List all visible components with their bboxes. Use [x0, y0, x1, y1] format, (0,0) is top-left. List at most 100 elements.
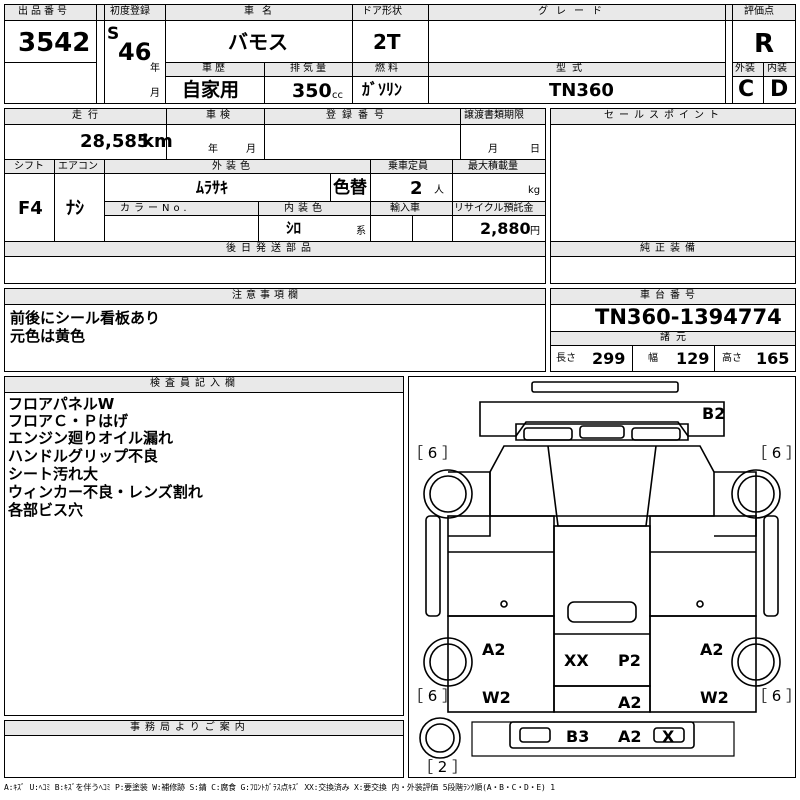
recycle-value: 2,880: [480, 219, 531, 238]
lot-number: 3542: [18, 28, 91, 58]
legend-text: A:ｷｽﾞ U:ﾍｺﾐ B:ｷｽﾞを伴うﾍｺﾐ P:要塗装 W:補修跡 S:錆 …: [4, 783, 555, 792]
mileage-label: 走行: [72, 110, 104, 121]
transfer-day: 日: [530, 144, 540, 155]
tire-rear-right: ［ 6 ］: [752, 687, 800, 705]
fuel-label: 燃料: [375, 63, 401, 74]
car-name-value: バモス: [228, 30, 288, 54]
car-name-label: 車名: [244, 6, 280, 17]
history-value: 自家用: [182, 79, 240, 101]
mark-a2-bumper: A2: [618, 727, 642, 746]
vehicle-diagram: [419, 381, 781, 759]
color-no-label: カラーNo.: [120, 203, 191, 214]
score-value: R: [754, 29, 775, 59]
inspection-month-unit: 月: [246, 144, 256, 155]
damage-diagram-block: [408, 376, 796, 778]
sales-points-block: [550, 108, 796, 284]
ac-value: ﾅｼ: [66, 198, 84, 219]
tire-front-left: ［ 6 ］: [408, 444, 458, 462]
ac-label: エアコン: [58, 161, 98, 172]
interior-label: 内装: [767, 63, 787, 74]
inspector-line-1: フロアパネルW: [8, 395, 115, 413]
dims-label: 諸元: [660, 332, 692, 343]
displacement-unit: cc: [332, 90, 343, 101]
inspector-line-3: エンジン廻りオイル漏れ: [8, 429, 174, 447]
exterior-label: 外装: [735, 63, 755, 74]
ext-color-value: ﾑﾗｻｷ: [196, 178, 229, 197]
month-unit: 月: [150, 88, 160, 99]
interior-color-unit: 系: [356, 226, 366, 237]
interior-color-value: ｼﾛ: [286, 219, 302, 237]
mark-a2-left: A2: [482, 640, 506, 659]
grade-label: グレード: [538, 6, 610, 17]
office-label: 事務局よりご案内: [130, 722, 250, 733]
fuel-value: ｶﾞｿﾘﾝ: [362, 80, 403, 99]
capacity-label: 乗車定員: [388, 161, 428, 172]
shift-value: F4: [18, 198, 43, 219]
displacement-value: 350: [292, 80, 332, 102]
inspector-line-6: ウィンカー不良・レンズ割れ: [8, 483, 203, 501]
mark-b3-bumper: B3: [566, 727, 590, 746]
top-sub-band: [165, 62, 725, 76]
inspector-line-4: ハンドルグリップ不良: [8, 447, 159, 465]
inspector-block: [4, 376, 404, 716]
exterior-score: C: [738, 77, 755, 102]
width-value: 129: [676, 349, 710, 368]
inspector-line-2: フロアＣ・Ｐはげ: [8, 412, 129, 430]
door-value: 2T: [373, 30, 401, 54]
length-value: 299: [592, 349, 626, 368]
top-header-band: [5, 5, 795, 20]
model-label: 型式: [556, 63, 588, 74]
history-label: 車歴: [202, 63, 228, 74]
inspector-line-7: 各部ビス穴: [8, 501, 84, 519]
tire-rear-left: ［ 6 ］: [408, 687, 458, 705]
tire-front-right: ［ 6 ］: [752, 444, 800, 462]
first-reg-label: 初度登録: [110, 6, 150, 17]
mark-w2-right: W2: [700, 688, 729, 707]
reg-number-label: 登録番号: [326, 110, 390, 121]
inspector-label: 検査員記入欄: [150, 378, 240, 389]
shift-label: シフト: [14, 161, 44, 172]
inspection-label: 車検: [206, 110, 234, 121]
caution-line-1: 前後にシール看板あり: [10, 309, 161, 327]
capacity-unit: 人: [434, 185, 444, 196]
transfer-month: 月: [488, 144, 498, 155]
mark-w2-left: W2: [482, 688, 511, 707]
lot-label: 出品番号: [18, 6, 70, 17]
max-load-unit: kg: [528, 185, 541, 196]
genuine-equipment-label: 純正装備: [640, 243, 700, 254]
height-label: 高さ: [722, 353, 742, 364]
max-load-label: 最大積載量: [468, 161, 518, 172]
mark-x-bumper: X: [662, 727, 675, 746]
recycle-label: リサイクル預託金: [454, 203, 534, 214]
sales-points-label: セールスポイント: [604, 110, 724, 121]
import-label: 輸入車: [390, 203, 420, 214]
mark-xx-bed: XX: [564, 651, 589, 670]
recycle-unit: 円: [530, 226, 540, 237]
chassis-number: TN360-1394774: [595, 305, 782, 329]
mark-a2-right: A2: [700, 640, 724, 659]
door-label: ドア形状: [362, 6, 402, 17]
interior-color-label: 内装色: [284, 203, 326, 214]
later-parts-label: 後日発送部品: [226, 243, 316, 254]
caution-line-2: 元色は黄色: [10, 327, 86, 345]
era-letter: S: [107, 24, 120, 44]
width-label: 幅: [648, 353, 658, 364]
chassis-label: 車台番号: [640, 290, 700, 301]
year-unit: 年: [150, 63, 160, 74]
displacement-label: 排気量: [290, 63, 329, 74]
ext-color-label: 外装色: [212, 161, 254, 172]
inspector-line-5: シート汚れ大: [8, 465, 99, 483]
mark-b2-front: B2: [702, 404, 726, 423]
score-label: 評価点: [744, 6, 774, 17]
height-value: 165: [756, 349, 790, 368]
model-value: TN360: [549, 80, 614, 101]
color-change-value: 色替: [333, 178, 367, 198]
tire-spare: ［ 2 ］: [418, 758, 468, 776]
mileage-value: 28,585: [80, 131, 150, 152]
capacity-value: 2: [410, 178, 423, 199]
length-label: 長さ: [556, 353, 576, 364]
mileage-unit: km: [142, 131, 173, 152]
caution-label: 注意事項欄: [232, 290, 302, 301]
transfer-docs-label: 譲渡書類期限: [464, 110, 524, 121]
inspection-year-unit: 年: [208, 144, 218, 155]
